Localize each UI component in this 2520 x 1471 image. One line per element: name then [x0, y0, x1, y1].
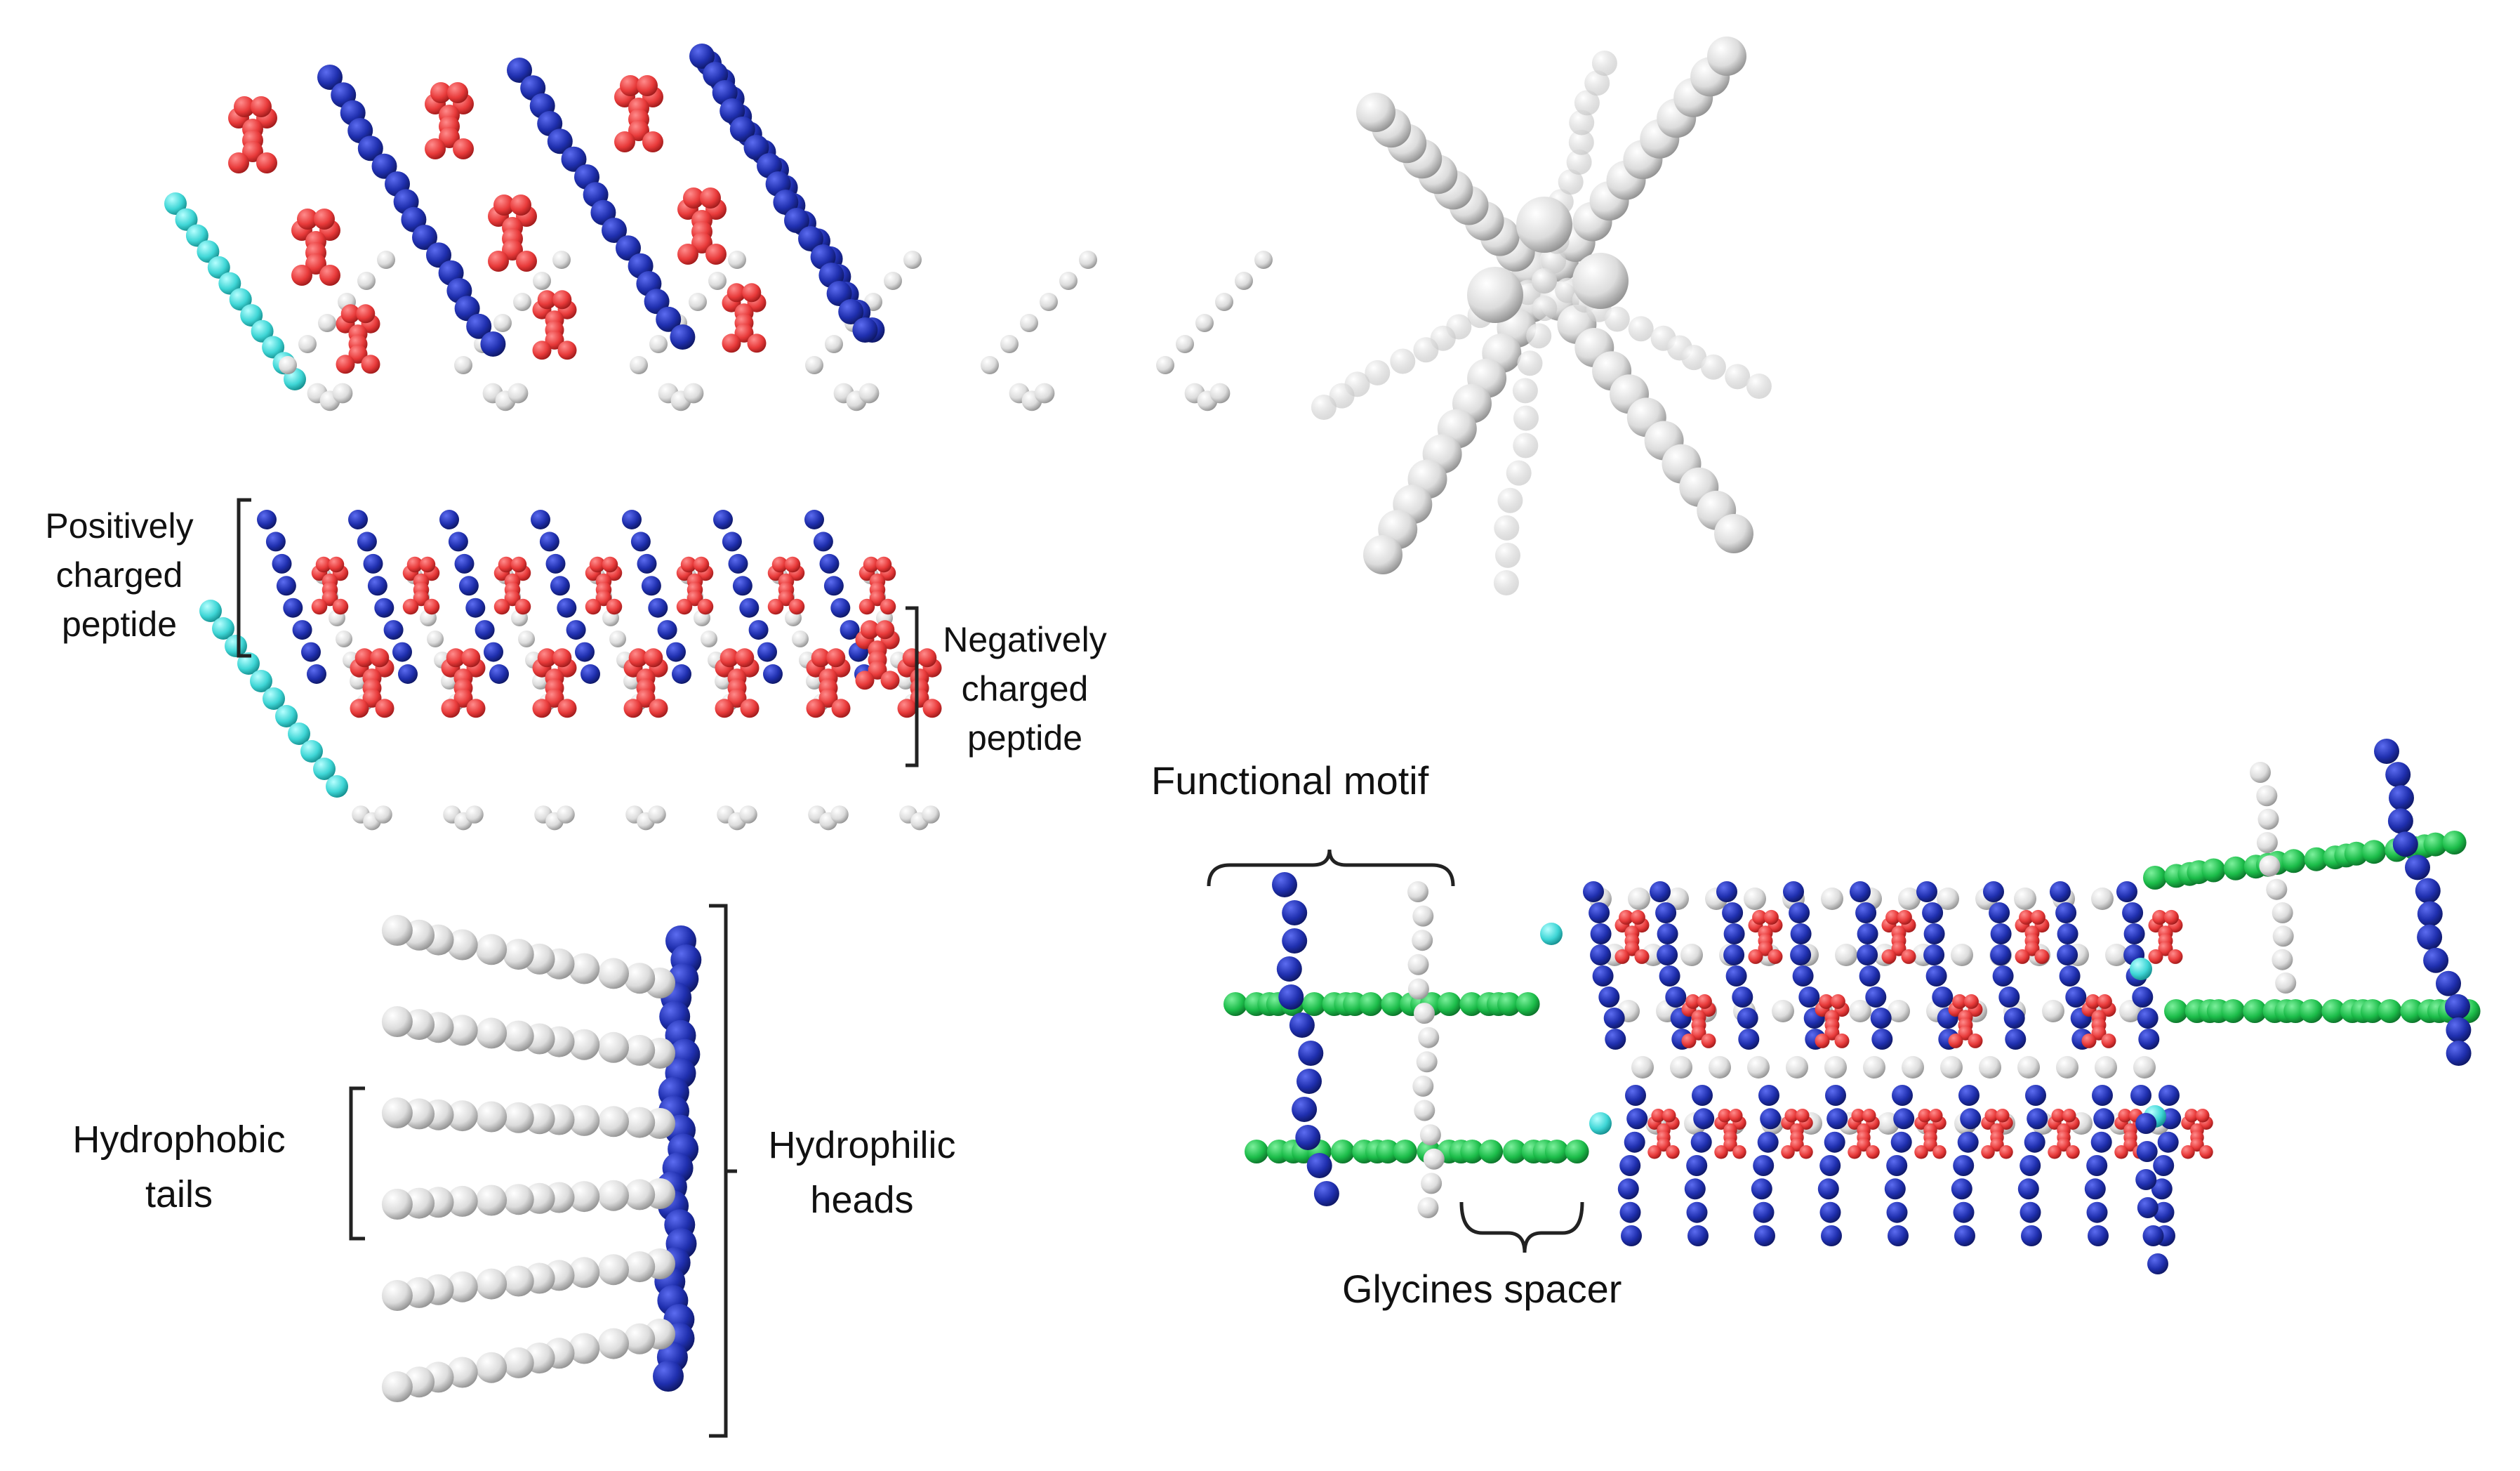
positively-line-1: Positively: [45, 506, 194, 546]
hydrophobic-bracket: [349, 1086, 365, 1241]
brackets: [237, 498, 1584, 1438]
functional-motif-brace: [1207, 849, 1455, 887]
negatively-bracket: [906, 606, 919, 767]
positively-charged-label: Positively charged peptide: [14, 501, 225, 649]
negatively-line-2: charged: [961, 669, 1089, 708]
negatively-line-3: peptide: [967, 718, 1083, 758]
hydrophilic-heads-label: Hydrophilic heads: [743, 1118, 981, 1227]
hydrophilic-line-1: Hydrophilic: [768, 1124, 956, 1166]
hydrophobic-tails-label: Hydrophobic tails: [42, 1112, 316, 1222]
negatively-charged-label: Negatively charged peptide: [920, 615, 1130, 763]
positively-line-3: peptide: [61, 605, 178, 644]
hydrophilic-bracket: [709, 904, 737, 1438]
glycines-spacer-label: Glycines spacer: [1342, 1267, 1622, 1311]
functional-motif-label: Functional motif: [1151, 758, 1429, 803]
positively-bracket: [237, 498, 251, 658]
hydrophobic-line-1: Hydrophobic: [72, 1119, 286, 1161]
bead-models: [164, 37, 2481, 1402]
glycines-spacer-brace: [1459, 1201, 1584, 1253]
hydrophilic-line-2: heads: [810, 1179, 914, 1221]
hydrophobic-line-2: tails: [145, 1173, 213, 1215]
negatively-line-1: Negatively: [943, 620, 1107, 659]
positively-line-2: charged: [55, 555, 183, 595]
